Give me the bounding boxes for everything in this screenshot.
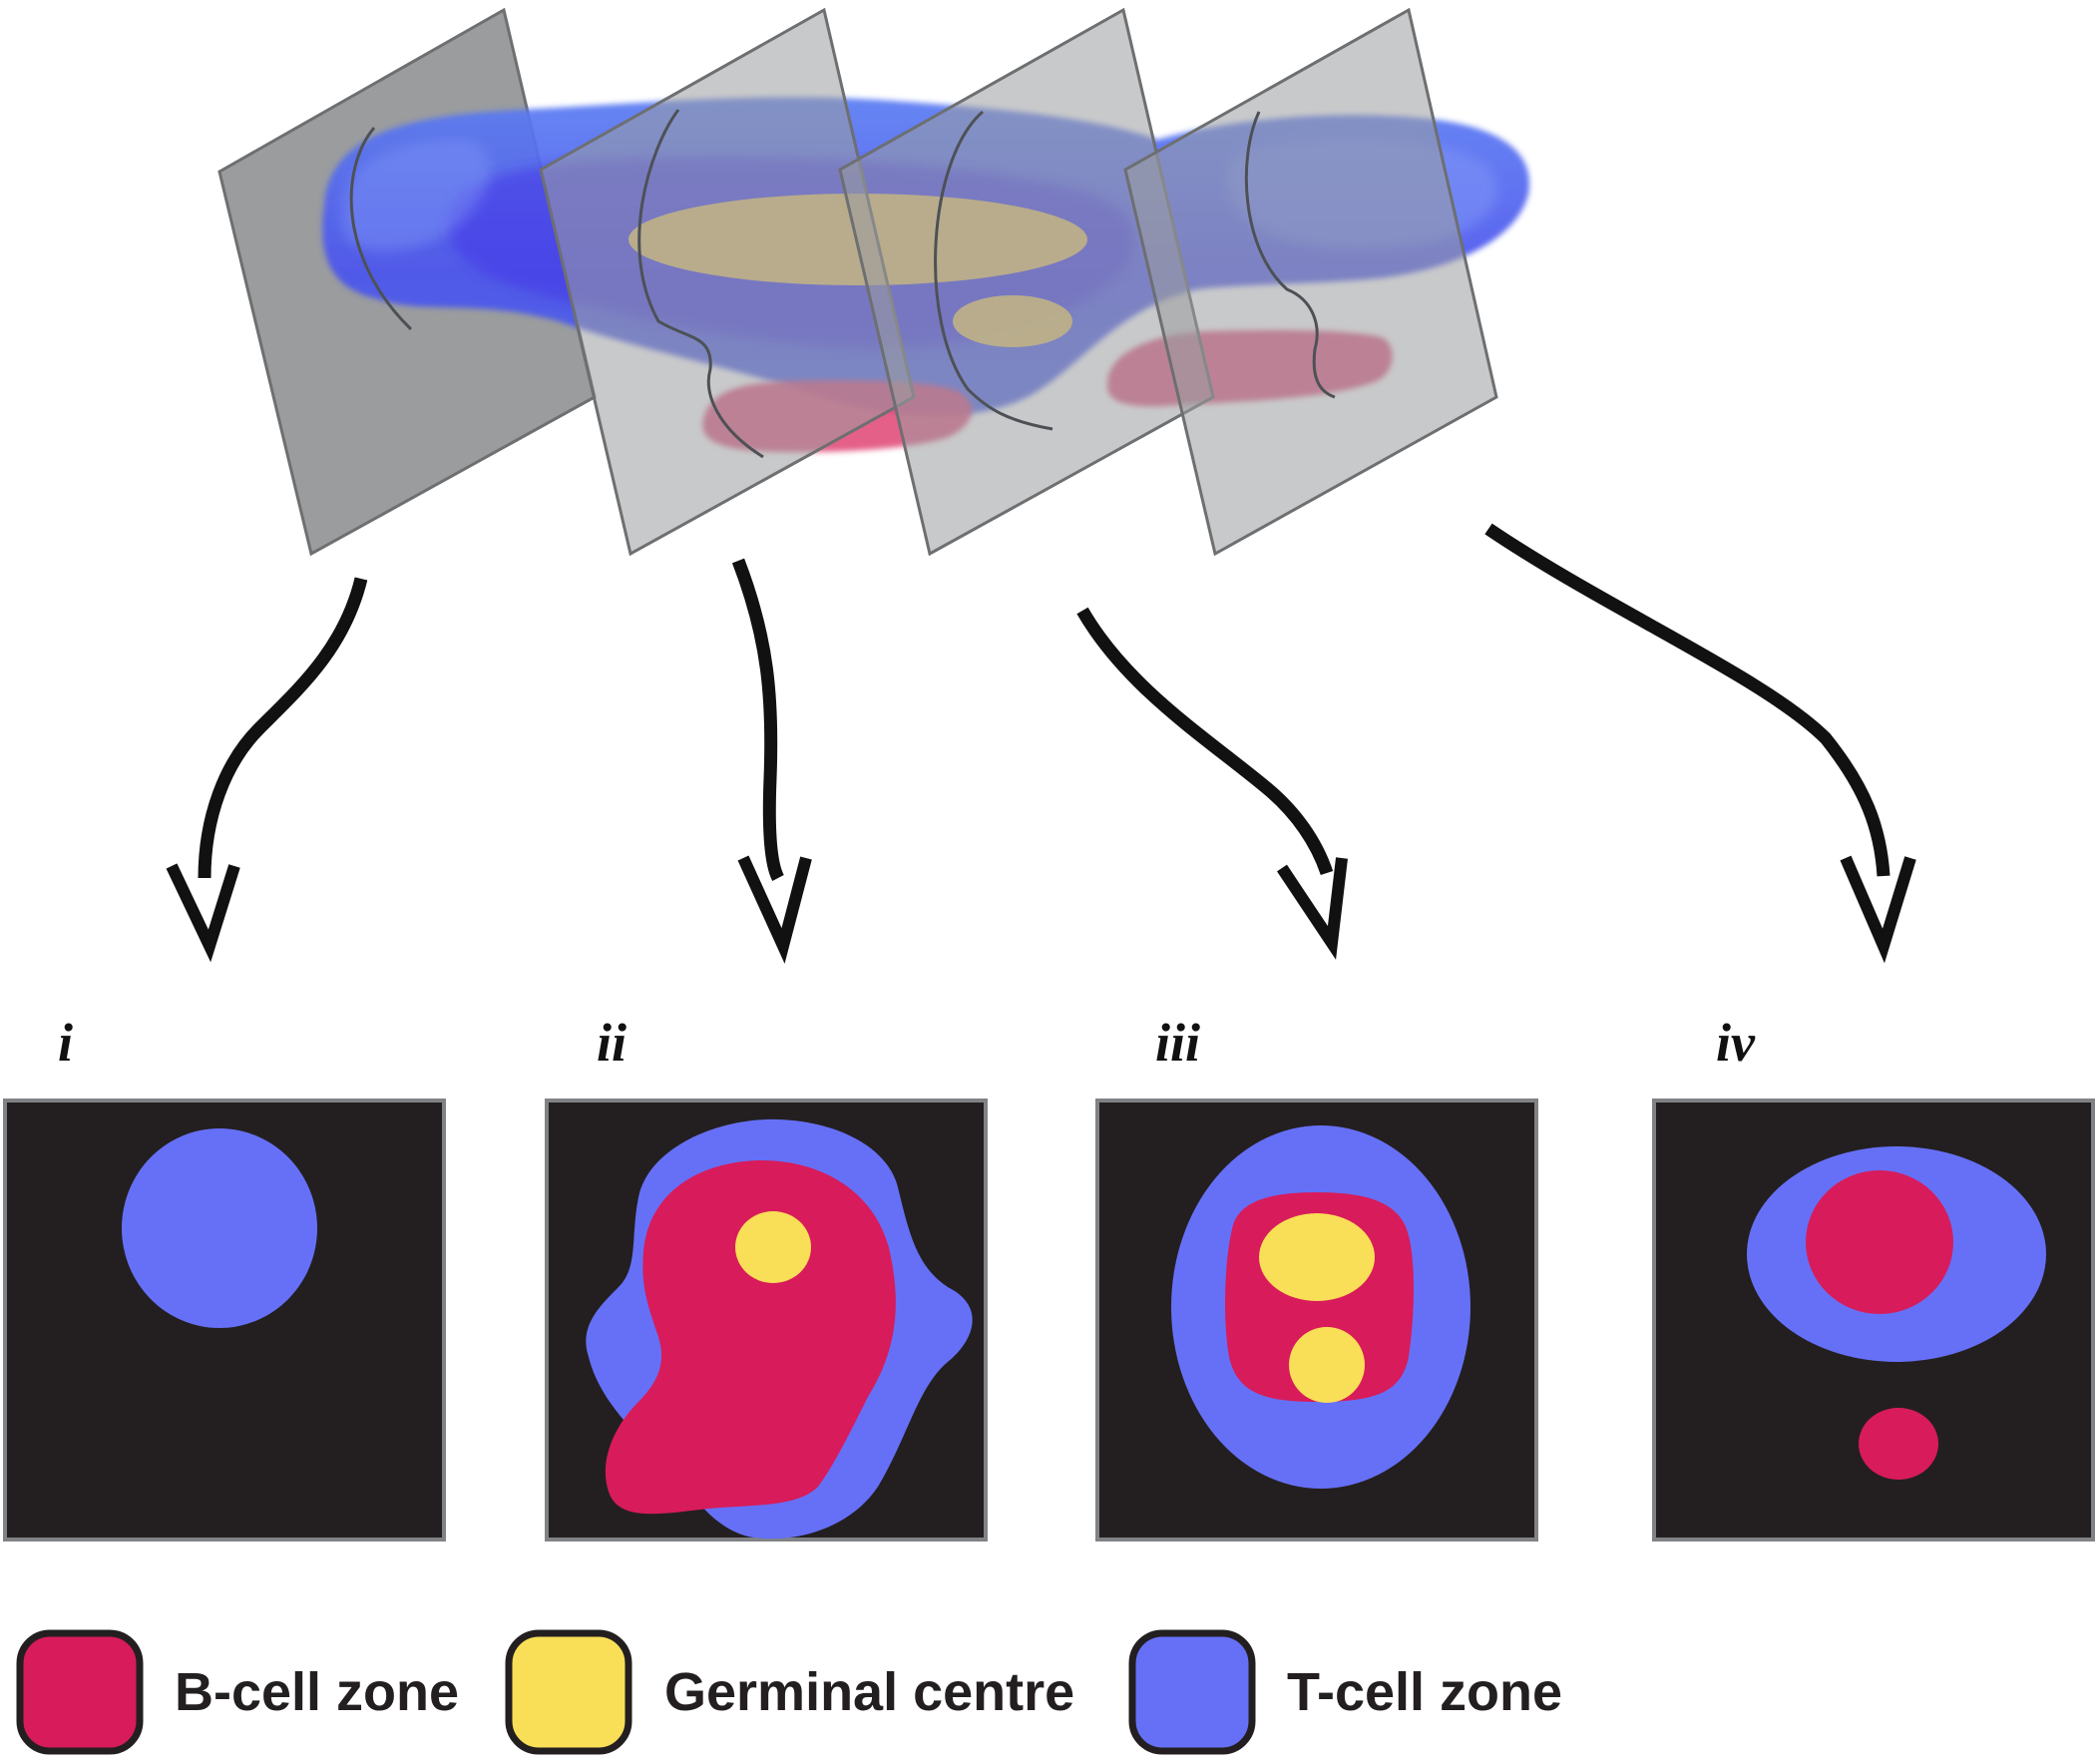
arrows	[166, 523, 1916, 964]
germinal-centre-section-iii-upper	[1259, 1213, 1375, 1301]
section-labels: i ii iii iv	[58, 1013, 1756, 1073]
t-cell-zone-section-i	[122, 1128, 317, 1328]
cutting-plane-4	[1123, 7, 1498, 557]
b-cell-zone-section-iv-upper	[1806, 1170, 1953, 1314]
cutting-plane-2	[539, 7, 916, 557]
section-outline-3	[934, 110, 1053, 431]
legend-swatch-germinal	[505, 1629, 632, 1755]
legend-swatch-t-cell	[1128, 1629, 1256, 1755]
legend-item-b-cell: B-cell zone	[16, 1629, 459, 1755]
curved-arrow-icon-1	[166, 577, 368, 963]
section-outline-1	[349, 127, 413, 331]
curved-arrow-icon-4	[1484, 523, 1916, 964]
section-label-ii: ii	[597, 1013, 627, 1073]
section-label-iv: iv	[1716, 1013, 1756, 1073]
legend-label-t-cell: T-cell zone	[1287, 1662, 1562, 1722]
legend-item-t-cell: T-cell zone	[1128, 1629, 1562, 1755]
legend-label-germinal: Germinal centre	[664, 1662, 1074, 1722]
t-cell-zone-highlight-left	[341, 140, 491, 251]
germinal-centre-section-iii-lower	[1289, 1327, 1365, 1403]
section-panel-ii	[545, 1099, 988, 1542]
section-outline-2	[637, 109, 764, 459]
section-panel-i	[3, 1099, 446, 1542]
curved-arrow-icon-3	[1076, 607, 1348, 960]
legend-item-germinal: Germinal centre	[505, 1629, 1074, 1755]
legend-swatch-b-cell	[16, 1629, 144, 1755]
section-label-iii: iii	[1155, 1013, 1200, 1073]
b-cell-zone-section-ii	[605, 1159, 896, 1515]
3d-lymph-node-model	[217, 7, 1530, 557]
germinal-centre-section-ii	[735, 1211, 811, 1283]
section-panel-iii	[1095, 1099, 1538, 1542]
curved-arrow-icon-2	[731, 558, 812, 964]
section-label-i: i	[58, 1013, 73, 1073]
b-cell-zone-section-iv-lower	[1859, 1408, 1938, 1480]
legend: B-cell zone Germinal centre T-cell zone	[16, 1629, 1562, 1755]
section-outline-4	[1244, 111, 1336, 399]
legend-label-b-cell: B-cell zone	[175, 1662, 459, 1722]
section-panel-iv	[1652, 1099, 2095, 1542]
